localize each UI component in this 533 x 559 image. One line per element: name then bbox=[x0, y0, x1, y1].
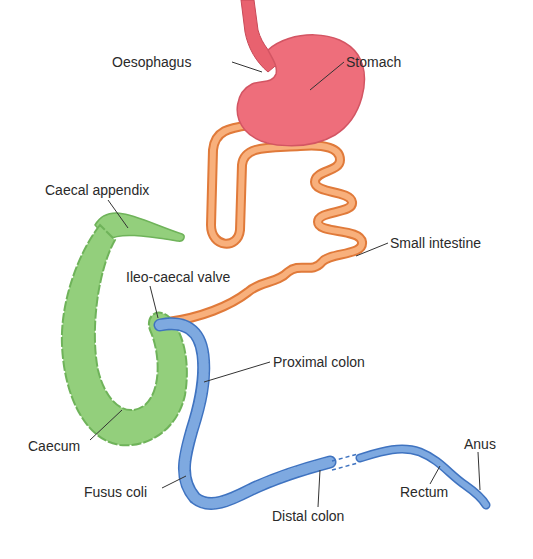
leader-line bbox=[310, 62, 344, 90]
caecum-organ bbox=[62, 225, 187, 445]
distal-colon-tube bbox=[360, 449, 486, 505]
leader-line bbox=[90, 410, 122, 440]
leader-line bbox=[108, 200, 128, 228]
stomach-organ bbox=[237, 35, 364, 146]
part-label: Distal colon bbox=[272, 508, 344, 524]
leader-lines bbox=[90, 62, 480, 507]
colon-tube bbox=[160, 324, 330, 504]
leader-line bbox=[430, 466, 440, 484]
colon-dashed-segment bbox=[332, 454, 358, 461]
small-intestine-inner bbox=[168, 125, 362, 322]
leader-line bbox=[232, 62, 262, 72]
part-label: Caecal appendix bbox=[45, 182, 149, 198]
colon-inner bbox=[160, 324, 330, 504]
colon-dashed-segment bbox=[332, 463, 358, 470]
part-label: Ileo-caecal valve bbox=[126, 269, 230, 285]
part-label: Small intestine bbox=[390, 235, 481, 251]
part-label: Oesophagus bbox=[112, 54, 191, 70]
part-label: Fusus coli bbox=[84, 484, 147, 500]
distal-colon-inner bbox=[360, 449, 486, 505]
leader-line bbox=[318, 470, 320, 507]
leader-line bbox=[150, 286, 158, 318]
part-label: Proximal colon bbox=[273, 354, 365, 370]
leader-line bbox=[204, 362, 270, 382]
leader-line bbox=[478, 452, 480, 490]
leader-line bbox=[162, 476, 186, 488]
small-intestine-tube bbox=[168, 125, 362, 322]
part-label: Anus bbox=[464, 436, 496, 452]
part-label: Stomach bbox=[346, 54, 401, 70]
part-label: Caecum bbox=[28, 438, 80, 454]
part-label: Rectum bbox=[400, 484, 448, 500]
leader-line bbox=[356, 243, 388, 256]
